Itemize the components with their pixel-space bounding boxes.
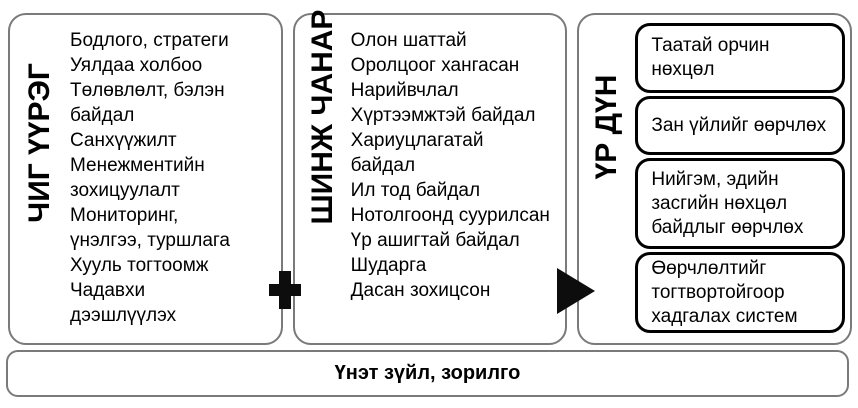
panel-functions-label-column: ЧИГ ҮҮРЭГ bbox=[10, 15, 70, 343]
list-item: Нотолгоонд суурилсан bbox=[350, 205, 550, 226]
panel-results: ҮР ДҮН Таатай орчин нөхцөл Зан үйлийг өө… bbox=[577, 13, 853, 345]
list-item: Чадавхи дээшлүүлэх bbox=[70, 280, 177, 326]
list-item: Шударга bbox=[350, 255, 427, 276]
list-item: Менежментийн зохицуулалт bbox=[70, 155, 205, 201]
result-box-list: Таатай орчин нөхцөл Зан үйлийг өөрчлөх Н… bbox=[635, 15, 850, 343]
list-item: Санхүүжилт bbox=[70, 130, 177, 151]
panel-qualities-label-column: ШИНЖ ЧАНАР bbox=[295, 9, 351, 343]
list-item: Үр ашигтай байдал bbox=[350, 230, 520, 251]
result-box: Өөрчлөлтийг тогтвортойгоор хадгалах сист… bbox=[635, 252, 846, 333]
panels-row: ЧИГ ҮҮРЭГ Бодлого, стратеги Уялдаа холбо… bbox=[8, 9, 853, 345]
panel-functions-title: ЧИГ ҮҮРЭГ bbox=[23, 63, 56, 223]
result-box: Таатай орчин нөхцөл bbox=[635, 23, 846, 93]
result-box: Нийгэм, эдийн засгийн нөхцөл байдлыг өөр… bbox=[635, 158, 846, 249]
list-item: Олон шаттай bbox=[350, 30, 467, 51]
qualities-list: Олон шаттай Оролцоог хангасан Нарийвчлал… bbox=[351, 15, 566, 343]
list-item: Мониторинг, үнэлгээ, туршлага bbox=[70, 205, 230, 251]
panel-qualities: ШИНЖ ЧАНАР Олон шаттай Оролцоог хангасан… bbox=[292, 9, 568, 345]
list-item: Төлөвлөлт, бэлэн байдал bbox=[70, 80, 225, 126]
result-box: Зан үйлийг өөрчлөх bbox=[635, 96, 846, 155]
list-item: Хууль тогтоомж bbox=[70, 255, 209, 276]
footer-bar: Үнэт зүйл, зорилго bbox=[6, 350, 849, 397]
list-item: Уялдаа холбоо bbox=[70, 55, 203, 76]
functions-list: Бодлого, стратеги Уялдаа холбоо Төлөвлөл… bbox=[70, 15, 281, 343]
list-item: Бодлого, стратеги bbox=[70, 30, 229, 51]
footer-label: Үнэт зүйл, зорилго bbox=[334, 362, 521, 384]
arrow-right-icon bbox=[557, 268, 595, 314]
list-item: Оролцоог хангасан bbox=[350, 55, 520, 76]
list-item: Дасан зохицсон bbox=[350, 280, 491, 301]
list-item: Нарийвчлал bbox=[350, 80, 459, 101]
panel-functions: ЧИГ ҮҮРЭГ Бодлого, стратеги Уялдаа холбо… bbox=[8, 13, 283, 345]
panel-qualities-title: ШИНЖ ЧАНАР bbox=[305, 9, 339, 225]
list-item: Хариуцлагатай байдал bbox=[350, 130, 484, 176]
list-item: Хүртээмжтэй байдал bbox=[350, 105, 536, 126]
plus-icon bbox=[269, 271, 301, 309]
panel-results-title: ҮР ДҮН bbox=[590, 74, 624, 179]
list-item: Ил тод байдал bbox=[350, 180, 481, 201]
